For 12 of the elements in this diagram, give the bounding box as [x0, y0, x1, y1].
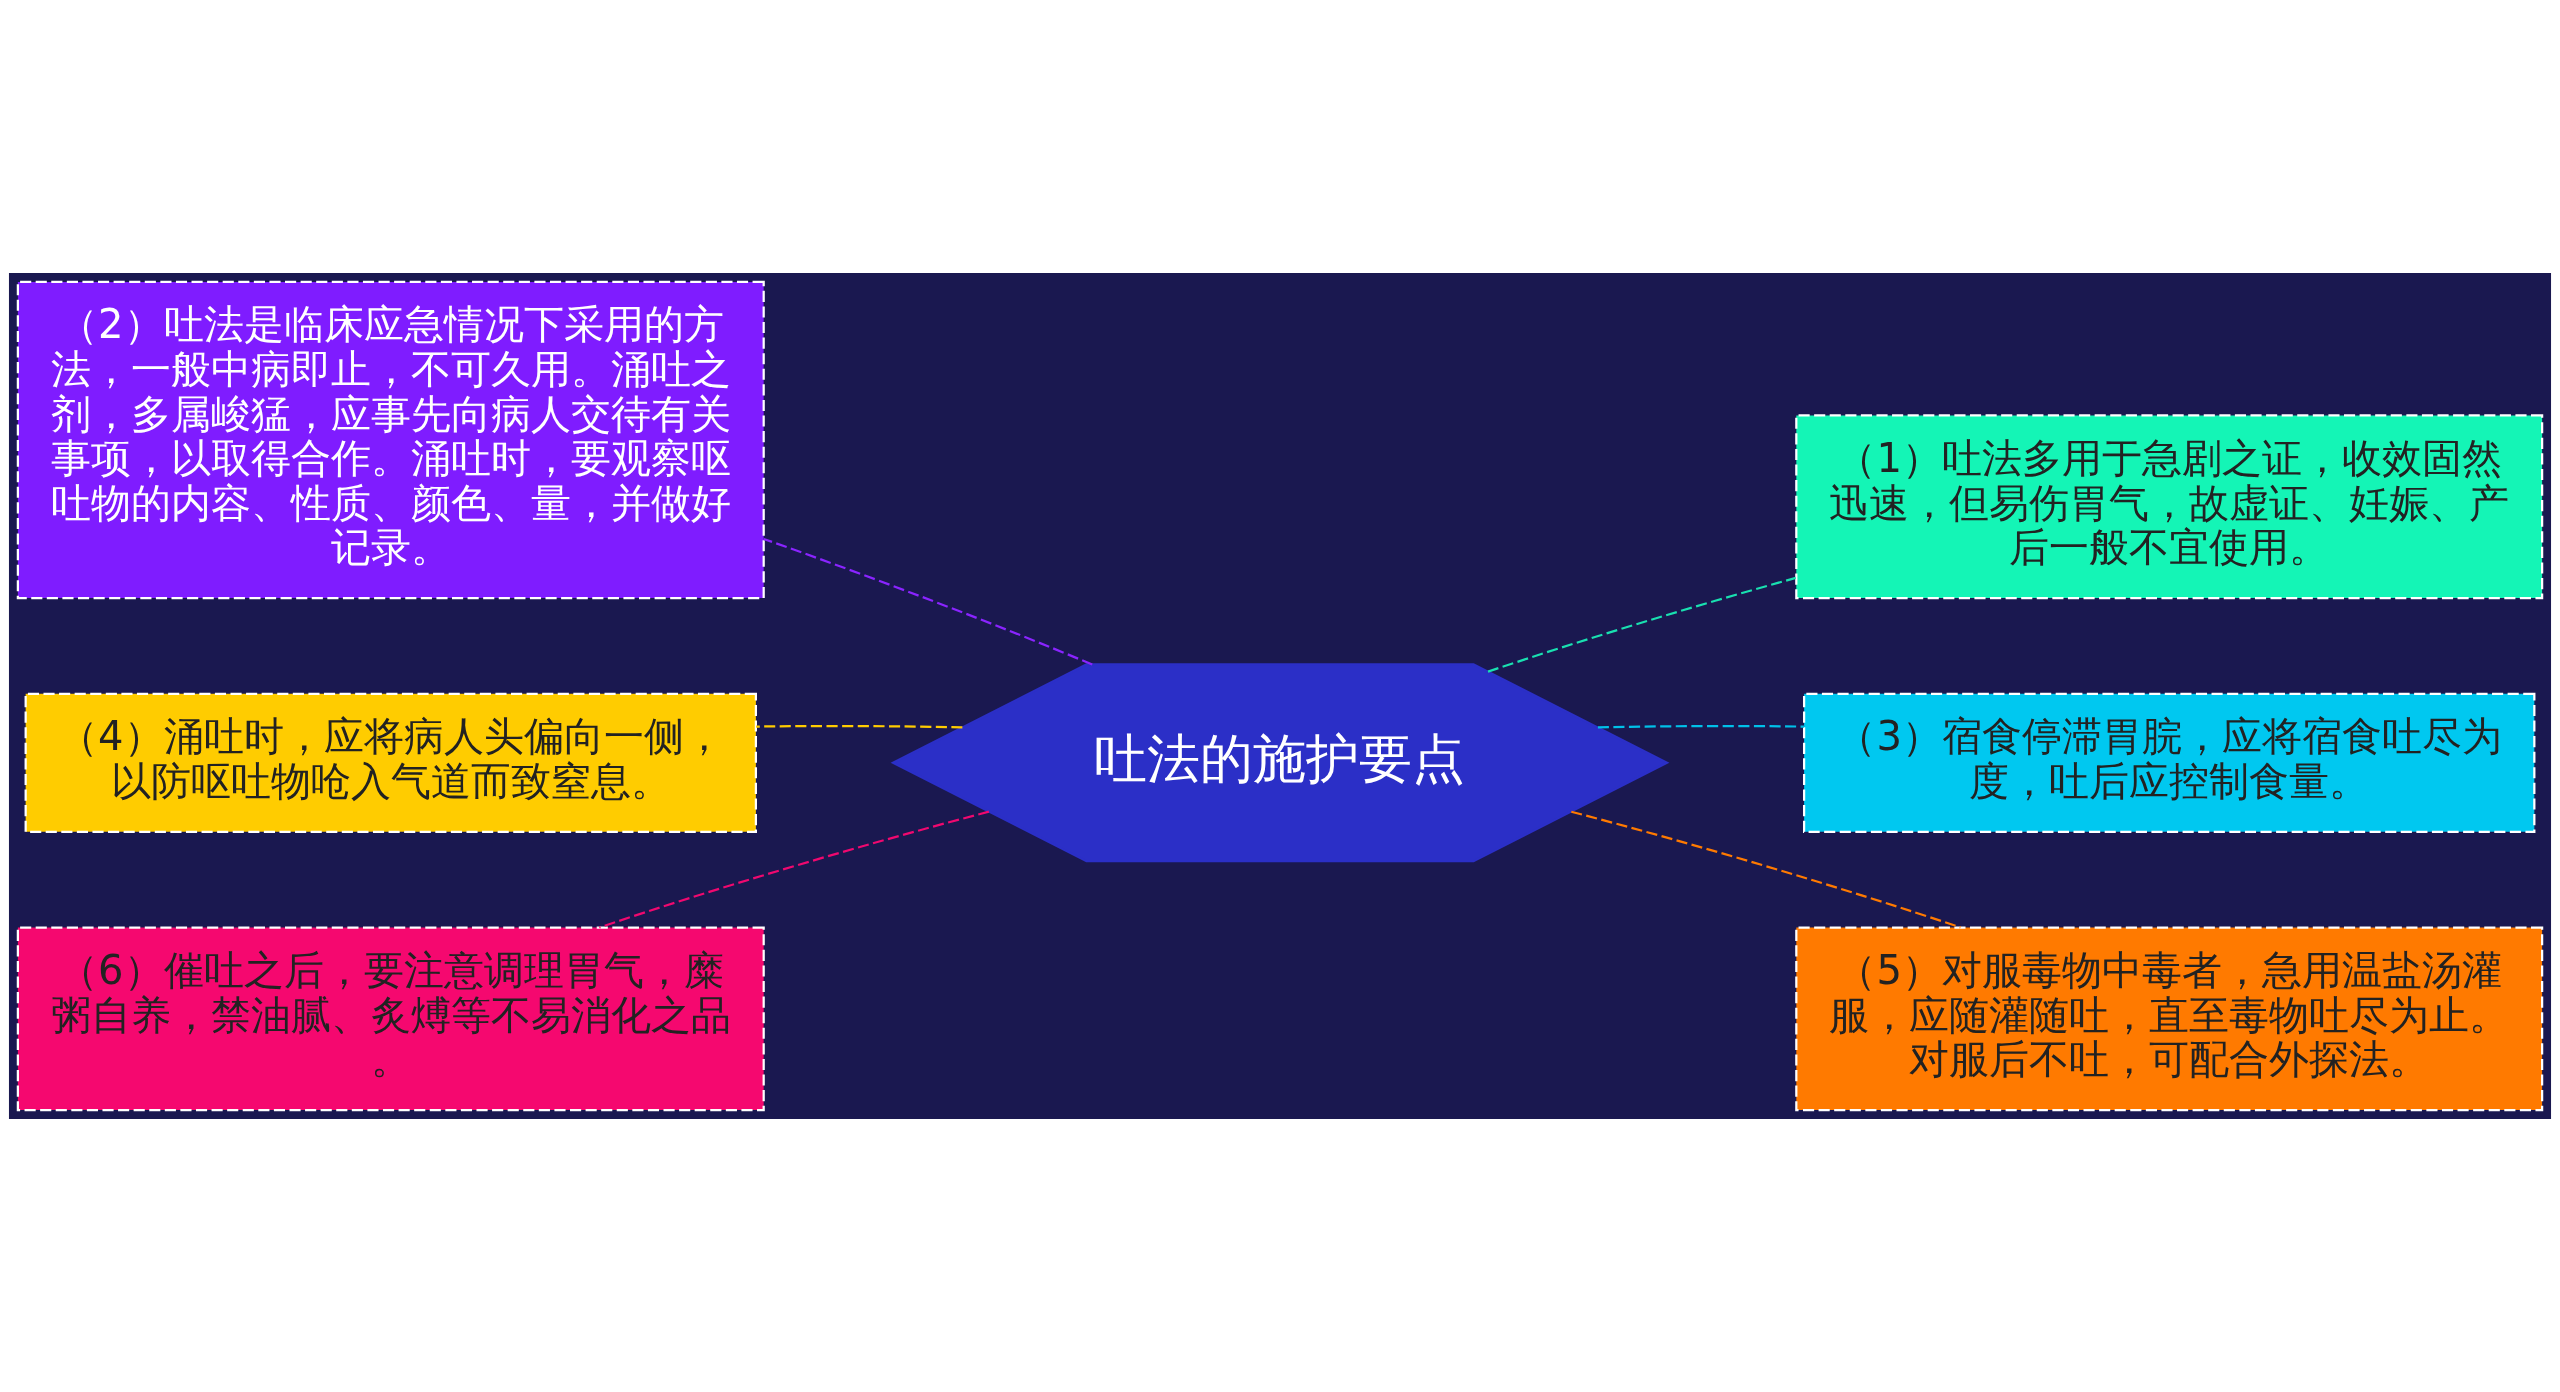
- node-box: （6）催吐之后，要注意调理胃气，糜粥自养，禁油腻、炙煿等不易消化之品。: [16, 926, 765, 1112]
- connector: [1597, 724, 1804, 729]
- node-box: （3）宿食停滞胃脘，应将宿食吐尽为度，吐后应控制食量。: [1803, 692, 2536, 833]
- connector: [1571, 810, 1961, 929]
- connector: [756, 724, 963, 729]
- connector: [763, 537, 1093, 666]
- connector: [1487, 576, 1797, 673]
- node-box: （4）涌吐时，应将病人头偏向一侧，以防呕吐物呛入气道而致窒息。: [24, 692, 757, 833]
- node-box: （5）对服毒物中毒者，急用温盐汤灌服，应随灌随吐，直至毒物吐尽为止。对服后不吐，可配合外探法。: [1795, 926, 2544, 1112]
- node-box: （2）吐法是临床应急情况下采用的方法，一般中病即止，不可久用。涌吐之剂，多属峻猛，应事先向病人交待有关事项，以取得合作。涌吐时，要观察呕吐物的内容、性质、颜色、量，并做好记录。: [16, 280, 765, 600]
- node-box: （1）吐法多用于急剧之证，收效固然迅速，但易伤胃气，故虚证、妊娠、产后一般不宜使用。: [1795, 414, 2544, 600]
- connector: [598, 810, 990, 929]
